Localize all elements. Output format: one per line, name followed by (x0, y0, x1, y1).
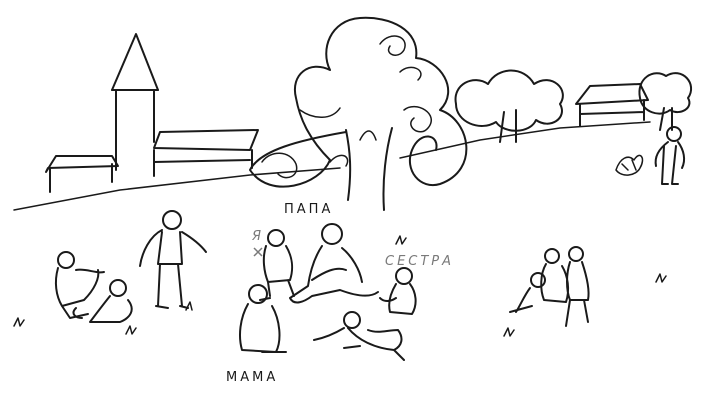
house-left (45, 155, 119, 193)
figure-mama (239, 284, 287, 353)
label-mama: МАМА (226, 370, 279, 385)
label-papa: ПАПА (284, 202, 334, 217)
figure-sitting-left-1 (54, 251, 105, 319)
ground-line (13, 121, 651, 211)
label-ya: Я (252, 229, 262, 244)
figure-sitting-left-2 (72, 279, 133, 323)
figure-far-right (654, 126, 686, 185)
figure-lying (313, 311, 405, 361)
grass-tufts (13, 235, 667, 337)
figure-group-right (509, 246, 590, 327)
figure-standing-child (139, 210, 207, 309)
small-bush-right (615, 154, 644, 176)
label-sestra: СЕСТРА (385, 254, 455, 269)
big-tree (249, 16, 468, 211)
figure-papa (289, 223, 379, 304)
me-marker (253, 247, 263, 257)
house-right (575, 83, 649, 127)
church-tower (111, 33, 159, 171)
long-building (153, 129, 259, 177)
tree-right-1 (454, 69, 564, 143)
figure-me (259, 229, 295, 301)
figure-sister (379, 267, 417, 315)
